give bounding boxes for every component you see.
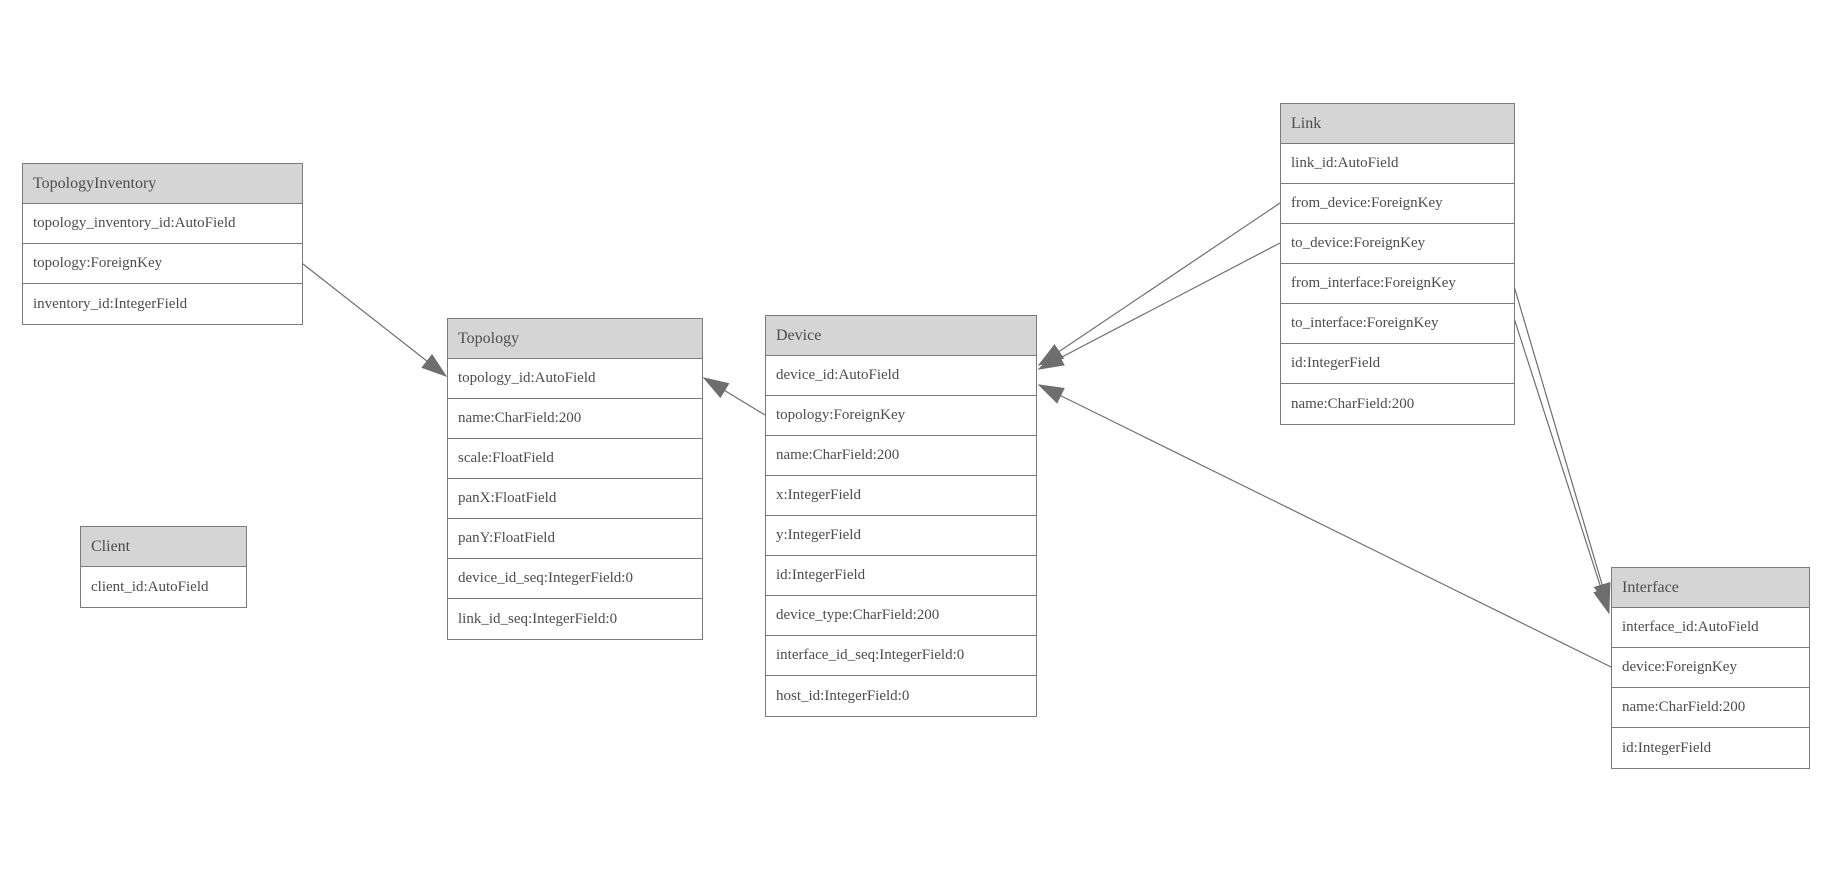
entity-field: topology:ForeignKey bbox=[766, 396, 1036, 436]
entity-field: to_interface:ForeignKey bbox=[1281, 304, 1514, 344]
entity-title: TopologyInventory bbox=[23, 164, 302, 204]
entity-field: device_type:CharField:200 bbox=[766, 596, 1036, 636]
edge-link-fromdevice-device bbox=[1037, 202, 1281, 366]
entity-field: name:CharField:200 bbox=[1291, 395, 1415, 412]
edge-link-todevice-device bbox=[1037, 242, 1281, 370]
entity-field: client_id:AutoField bbox=[91, 578, 209, 595]
entity-field: id:IntegerField bbox=[766, 556, 1036, 596]
entity-field: topology:ForeignKey bbox=[23, 244, 302, 284]
edge-link-tointerface-interface bbox=[1513, 317, 1610, 615]
entity-field: from_interface:ForeignKey bbox=[1281, 264, 1514, 304]
entity-interface: Interface interface_id:AutoField device:… bbox=[1611, 567, 1810, 769]
entity-field: host_id:IntegerField:0 bbox=[776, 687, 910, 704]
edge-interface-device bbox=[1037, 384, 1612, 668]
entity-topology-inventory: TopologyInventory topology_inventory_id:… bbox=[22, 163, 303, 325]
entity-field: topology_id:AutoField bbox=[448, 359, 702, 399]
entity-field: name:CharField:200 bbox=[448, 399, 702, 439]
entity-field: device_id:AutoField bbox=[766, 356, 1036, 396]
entity-topology: Topology topology_id:AutoField name:Char… bbox=[447, 318, 703, 640]
entity-field: scale:FloatField bbox=[448, 439, 702, 479]
entity-title: Client bbox=[81, 527, 246, 567]
entity-title: Device bbox=[766, 316, 1036, 356]
entity-field: id:IntegerField bbox=[1622, 739, 1712, 756]
entity-device: Device device_id:AutoField topology:Fore… bbox=[765, 315, 1037, 717]
entity-field: to_device:ForeignKey bbox=[1281, 224, 1514, 264]
entity-field: panX:FloatField bbox=[448, 479, 702, 519]
entity-field: x:IntegerField bbox=[766, 476, 1036, 516]
entity-field: id:IntegerField bbox=[1281, 344, 1514, 384]
edge-topologyinventory-topology bbox=[302, 263, 448, 377]
edge-link-frominterface-interface bbox=[1513, 285, 1611, 610]
edge-device-topology bbox=[702, 377, 766, 416]
entity-field: device_id_seq:IntegerField:0 bbox=[448, 559, 702, 599]
entity-client: Client client_id:AutoField bbox=[80, 526, 247, 608]
entity-title: Interface bbox=[1612, 568, 1809, 608]
entity-field: interface_id_seq:IntegerField:0 bbox=[766, 636, 1036, 676]
entity-field: inventory_id:IntegerField bbox=[33, 295, 188, 312]
entity-field: name:CharField:200 bbox=[766, 436, 1036, 476]
entity-field: device:ForeignKey bbox=[1612, 648, 1809, 688]
entity-field: name:CharField:200 bbox=[1612, 688, 1809, 728]
entity-title: Topology bbox=[448, 319, 702, 359]
entity-field: link_id_seq:IntegerField:0 bbox=[458, 610, 618, 627]
entity-field: y:IntegerField bbox=[766, 516, 1036, 556]
entity-field: link_id:AutoField bbox=[1281, 144, 1514, 184]
entity-link: Link link_id:AutoField from_device:Forei… bbox=[1280, 103, 1515, 425]
entity-title: Link bbox=[1281, 104, 1514, 144]
entity-field: topology_inventory_id:AutoField bbox=[23, 204, 302, 244]
entity-field: panY:FloatField bbox=[448, 519, 702, 559]
entity-field: from_device:ForeignKey bbox=[1281, 184, 1514, 224]
entity-field: interface_id:AutoField bbox=[1612, 608, 1809, 648]
